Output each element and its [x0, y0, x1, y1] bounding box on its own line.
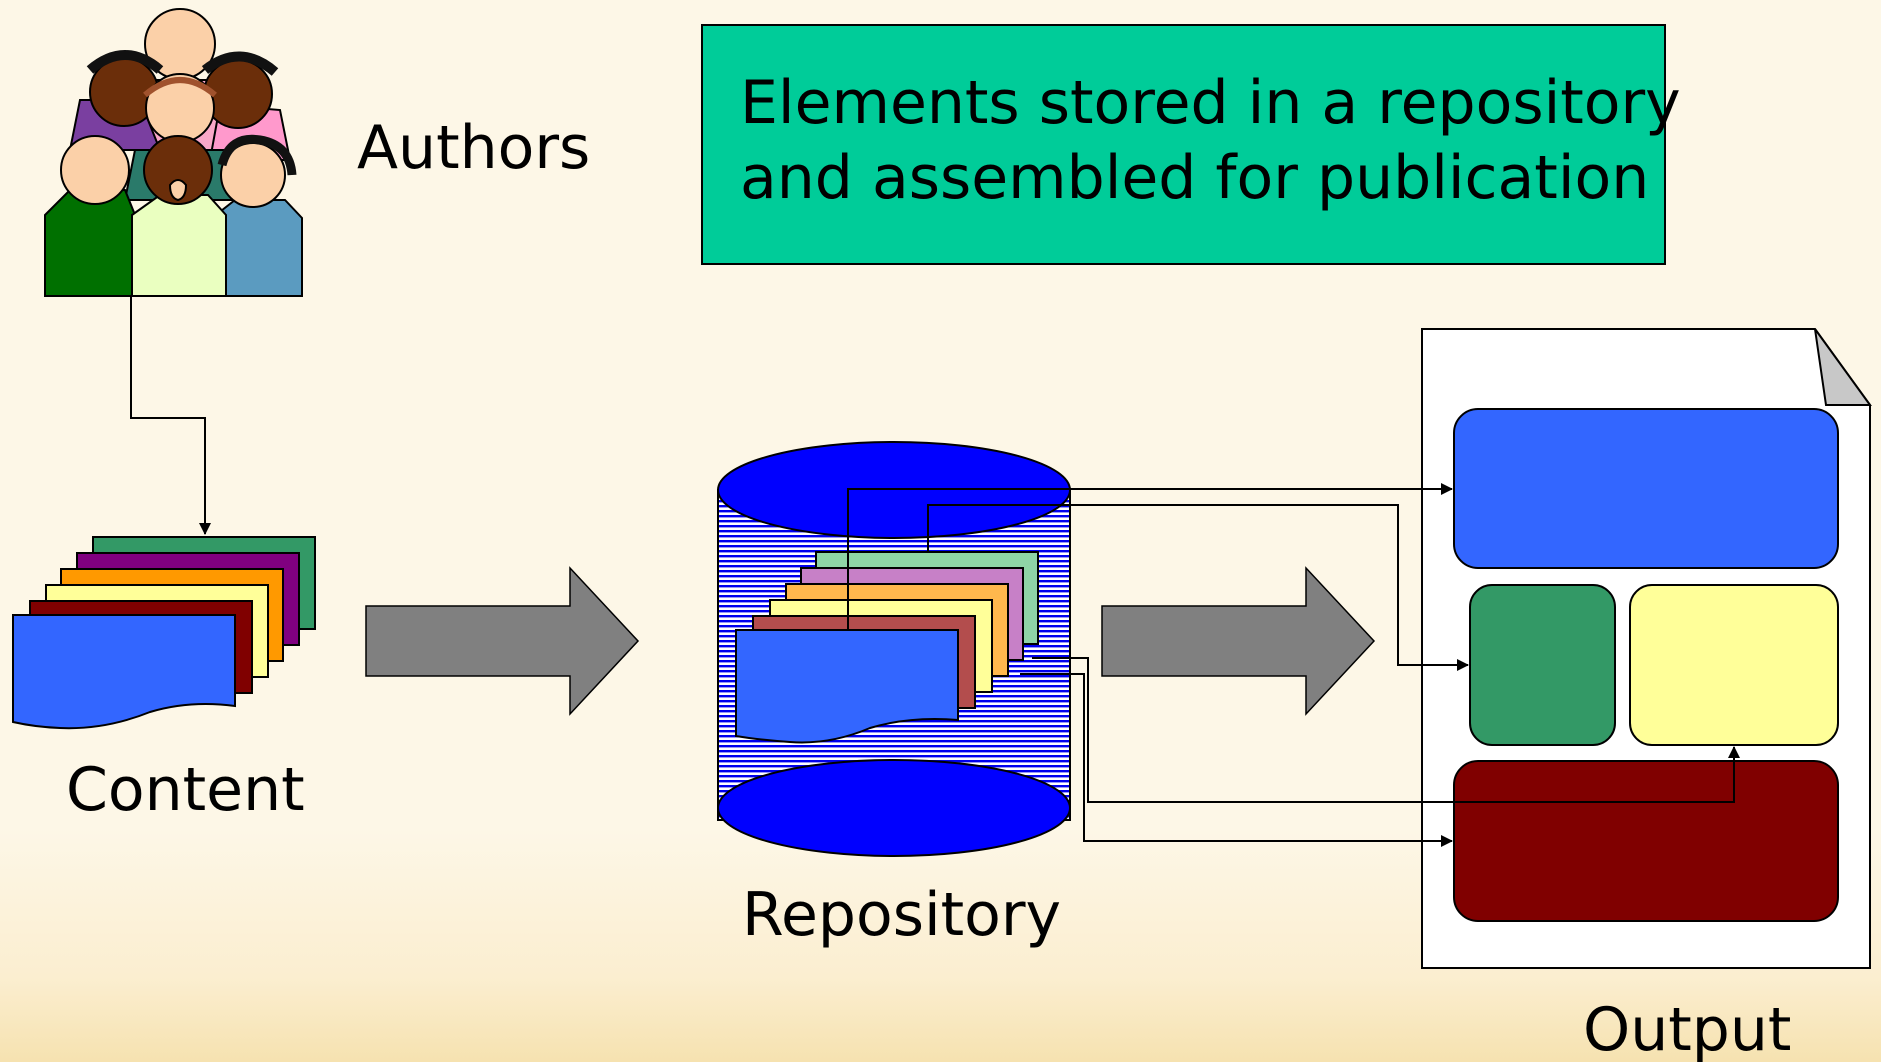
output-block-green — [1469, 584, 1616, 746]
output-block-blue — [1453, 408, 1839, 569]
output-block-maroon — [1453, 760, 1839, 922]
callout-line-1: Elements stored in a repository — [740, 68, 1681, 138]
authors-icon — [44, 8, 303, 297]
connector-to-blue-block — [847, 483, 1453, 630]
output-label: Output — [1583, 995, 1791, 1062]
callout-box — [701, 24, 1666, 265]
assembly-connectors — [847, 483, 1740, 847]
authors-to-content-connector — [130, 296, 211, 535]
repository-label: Repository — [742, 880, 1061, 950]
output-block-yellow — [1629, 584, 1839, 746]
connector-to-maroon-block — [1020, 673, 1453, 847]
repository-document-stack — [735, 551, 1039, 744]
repository-to-output-arrow — [1101, 566, 1376, 716]
callout-line-2: and assembled for publication — [740, 143, 1649, 213]
content-to-repository-arrow — [365, 566, 640, 716]
content-document-stack — [12, 536, 316, 730]
content-label: Content — [66, 755, 305, 825]
connector-to-green-block — [927, 504, 1469, 671]
connector-to-yellow-block — [1032, 657, 1740, 803]
authors-label: Authors — [357, 113, 590, 183]
